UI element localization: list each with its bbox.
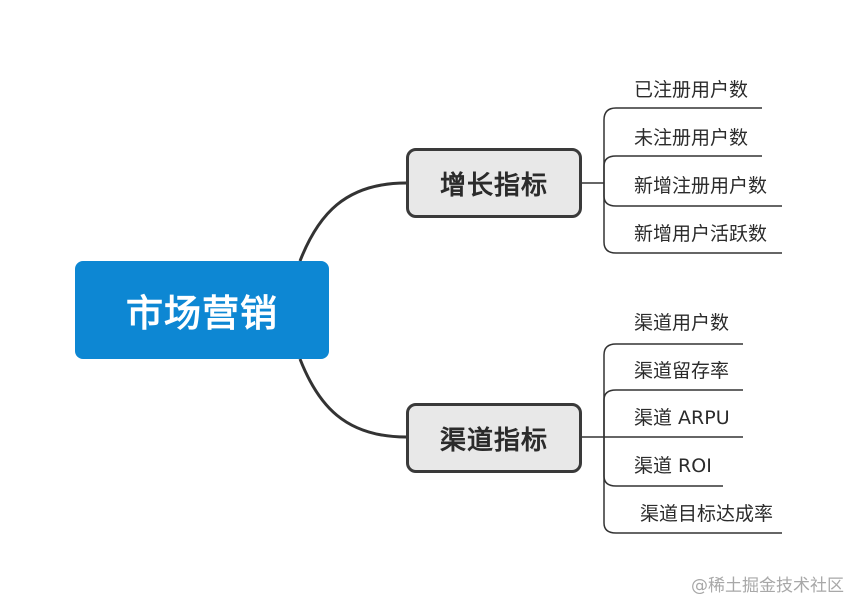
leaf-channel-retention[interactable]: 渠道留存率 bbox=[634, 360, 730, 382]
connector-root-channel bbox=[298, 358, 407, 439]
branch-channel-metrics[interactable]: 渠道指标 bbox=[406, 403, 582, 473]
leaf-channel-target-rate[interactable]: 渠道目标达成率 bbox=[640, 503, 774, 525]
connector-root-growth bbox=[298, 181, 407, 262]
watermark: @稀土掘金技术社区 bbox=[691, 576, 844, 596]
leaf-channel-arpu[interactable]: 渠道 ARPU bbox=[634, 407, 730, 429]
leaf-unregistered-users[interactable]: 未注册用户数 bbox=[634, 127, 749, 149]
leaf-channel-roi[interactable]: 渠道 ROI bbox=[634, 455, 712, 477]
channel-leaf-connectors bbox=[582, 343, 782, 534]
central-topic[interactable]: 市场营销 bbox=[75, 261, 329, 359]
leaf-new-active-users[interactable]: 新增用户活跃数 bbox=[634, 223, 768, 245]
branch-growth-metrics[interactable]: 增长指标 bbox=[406, 148, 582, 218]
growth-leaf-connectors bbox=[582, 107, 782, 254]
leaf-new-registered-users[interactable]: 新增注册用户数 bbox=[634, 175, 768, 197]
leaf-registered-users[interactable]: 已注册用户数 bbox=[634, 79, 749, 101]
leaf-channel-users[interactable]: 渠道用户数 bbox=[634, 312, 730, 334]
